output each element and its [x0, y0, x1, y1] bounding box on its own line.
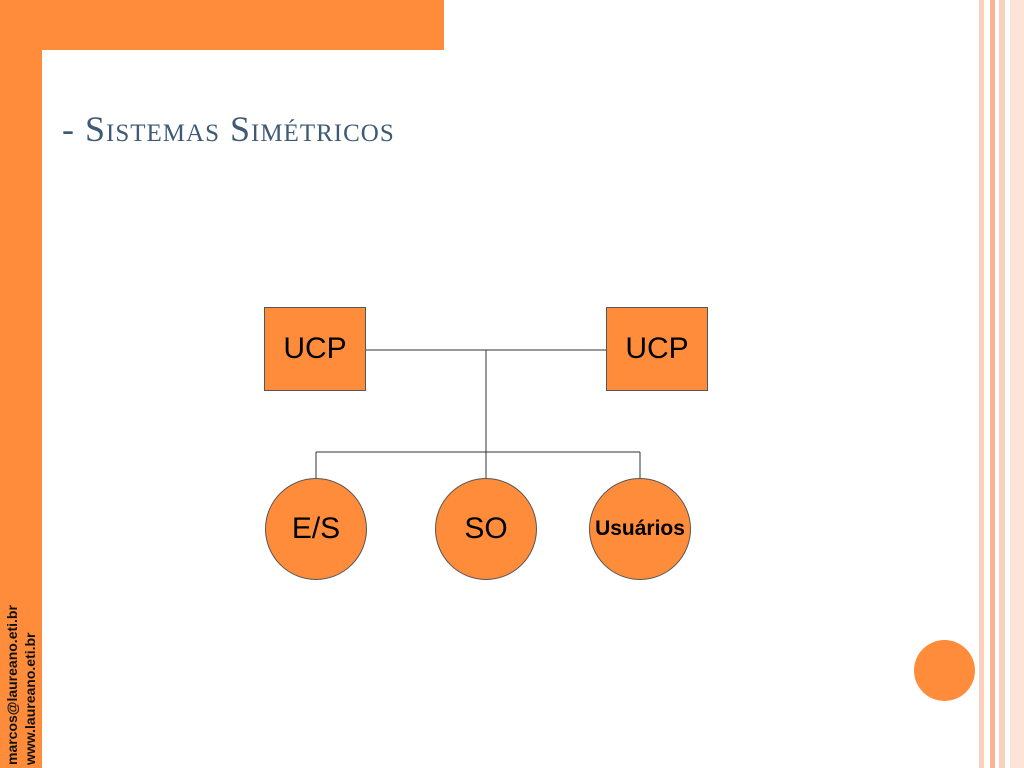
cpu-label: UCP [625, 332, 689, 365]
top-accent-bar [42, 0, 444, 50]
cpu-box-left: UCP [264, 307, 366, 391]
right-stripe [979, 0, 984, 768]
node-label: Usuários [595, 517, 685, 540]
right-stripe [990, 0, 995, 768]
right-stripe [1010, 0, 1024, 768]
cpu-label: UCP [283, 332, 347, 365]
right-stripe [999, 0, 1005, 768]
node-so: SO [435, 478, 537, 580]
node-usuarios: Usuários [589, 478, 691, 580]
node-label: E/S [291, 512, 341, 545]
slide-title: - Sistemas Simétricos [62, 109, 395, 149]
decorative-circle [914, 640, 975, 701]
node-es: E/S [265, 478, 367, 580]
node-label: SO [464, 512, 508, 545]
cpu-box-right: UCP [606, 307, 708, 391]
left-accent-bar [0, 0, 42, 768]
